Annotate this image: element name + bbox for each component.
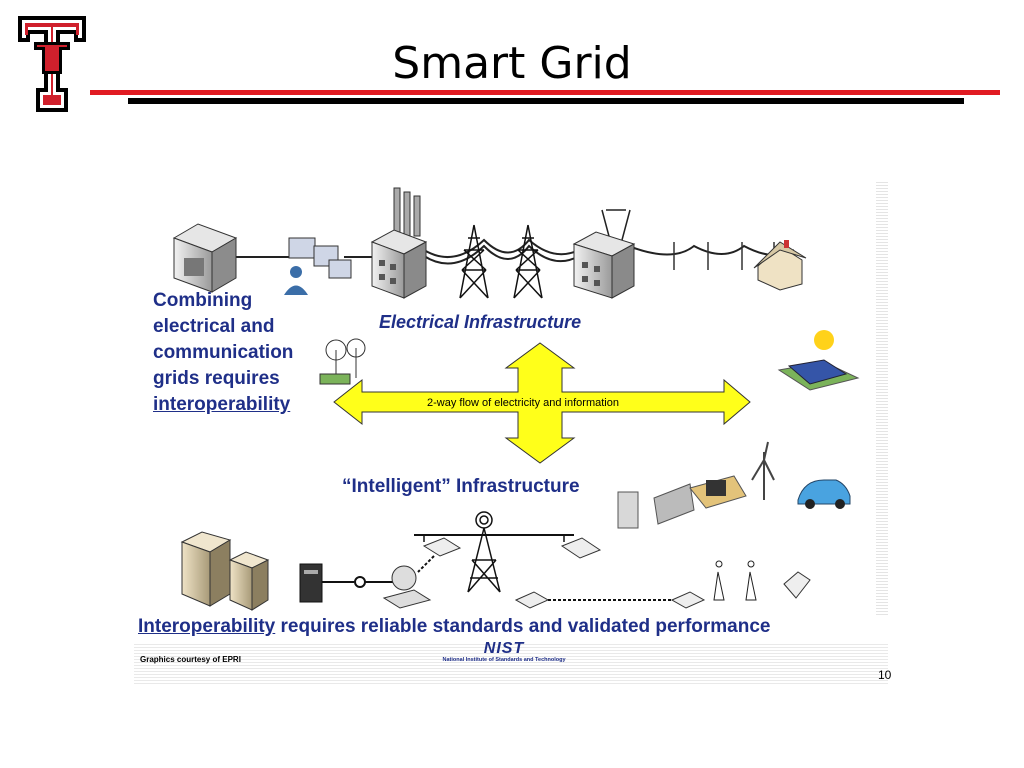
house-icon: [753, 240, 807, 291]
wind-turbine-icon: [319, 338, 366, 385]
server-rack-icon: [180, 531, 270, 611]
graphics-credit: Graphics courtesy of EPRI: [140, 655, 241, 664]
operator-workstation-icon: [284, 237, 352, 295]
slide-title: Smart Grid: [392, 38, 632, 89]
solar-panel-icon: [777, 330, 860, 391]
mobile-phone-icon: [783, 571, 811, 599]
power-plant-icon: [370, 187, 428, 299]
network-server-icon: [299, 563, 394, 603]
arrow-caption: 2-way flow of electricity and informatio…: [427, 397, 619, 409]
title-rule-black: [128, 98, 964, 104]
communication-tower-icon: [414, 511, 574, 593]
router-icon: [417, 537, 462, 573]
texas-tech-logo: [18, 16, 86, 112]
transmission-tower-icon: [459, 224, 489, 299]
satellite-dish-icon: [382, 565, 432, 609]
combining-text: Combining electrical and communication g…: [153, 290, 294, 415]
nist-logo: NIST National Institute of Standards and…: [442, 640, 566, 664]
wind-turbine-icon: [751, 441, 775, 500]
control-center-icon: [172, 223, 238, 293]
network-link: [514, 591, 706, 609]
title-rule-red: [90, 90, 1000, 95]
page-number: 10: [878, 668, 892, 682]
substation-icon: [572, 209, 636, 299]
wireless-antenna-icon: [713, 560, 757, 601]
smart-grid-figure: Combining electrical and communication g…: [134, 180, 892, 685]
intelligent-infrastructure-label: “Intelligent” Infrastructure: [342, 476, 580, 497]
transmission-tower-icon: [513, 224, 543, 299]
electrical-infrastructure-label: Electrical Infrastructure: [379, 312, 582, 332]
electric-car-icon: [797, 479, 851, 509]
two-way-arrow: [333, 342, 751, 464]
router-icon: [560, 537, 602, 559]
interoperability-statement: Interoperability requires reliable stand…: [138, 616, 771, 637]
meter-equipment-icon: [617, 475, 747, 529]
